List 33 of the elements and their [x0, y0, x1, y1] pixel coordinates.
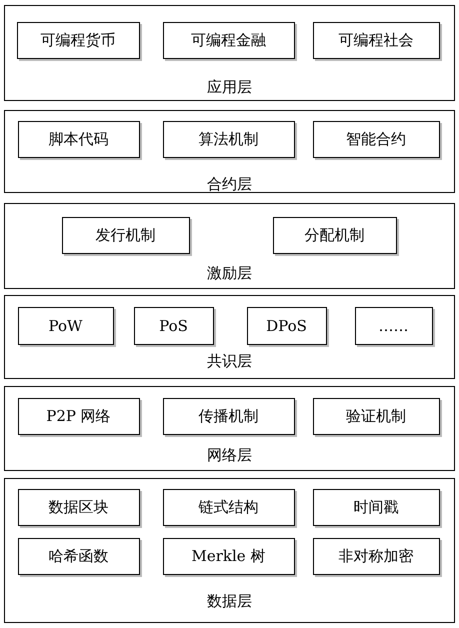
item-box: 时间戳	[312, 488, 440, 526]
layer-label: 激励层	[206, 264, 253, 283]
layer-label: 数据层	[206, 592, 253, 611]
layer-label: 合约层	[206, 175, 253, 194]
item-box: 验证机制	[312, 398, 440, 434]
item-box: P2P 网络	[18, 398, 140, 434]
item-box: 传播机制	[162, 398, 294, 434]
item-box: 分配机制	[272, 216, 396, 254]
layer-label: 共识层	[206, 352, 253, 371]
item-box: 算法机制	[162, 120, 294, 158]
item-box: ……	[354, 306, 432, 344]
item-box: 智能合约	[312, 120, 440, 158]
layer-panel	[4, 478, 455, 623]
item-box: 可编程金融	[162, 22, 294, 58]
item-box: 非对称加密	[312, 538, 440, 574]
item-box: Merkle 树	[162, 538, 294, 574]
layer-panel	[4, 110, 455, 193]
layer-panel	[4, 203, 455, 289]
layer-label: 应用层	[206, 78, 253, 97]
layer-panel	[4, 386, 455, 471]
item-box: PoW	[18, 306, 114, 344]
item-box: 发行机制	[62, 216, 190, 254]
item-box: 脚本代码	[18, 120, 140, 158]
item-box: 数据区块	[18, 488, 140, 526]
item-box: 可编程社会	[312, 22, 440, 58]
layer-label: 网络层	[206, 446, 253, 465]
layer-panel	[4, 5, 455, 101]
item-box: PoS	[134, 306, 214, 344]
item-box: 链式结构	[162, 488, 294, 526]
item-box: 哈希函数	[18, 538, 140, 574]
item-box: 可编程货币	[16, 22, 140, 58]
item-box: DPoS	[246, 306, 326, 344]
layer-panel	[4, 295, 455, 379]
